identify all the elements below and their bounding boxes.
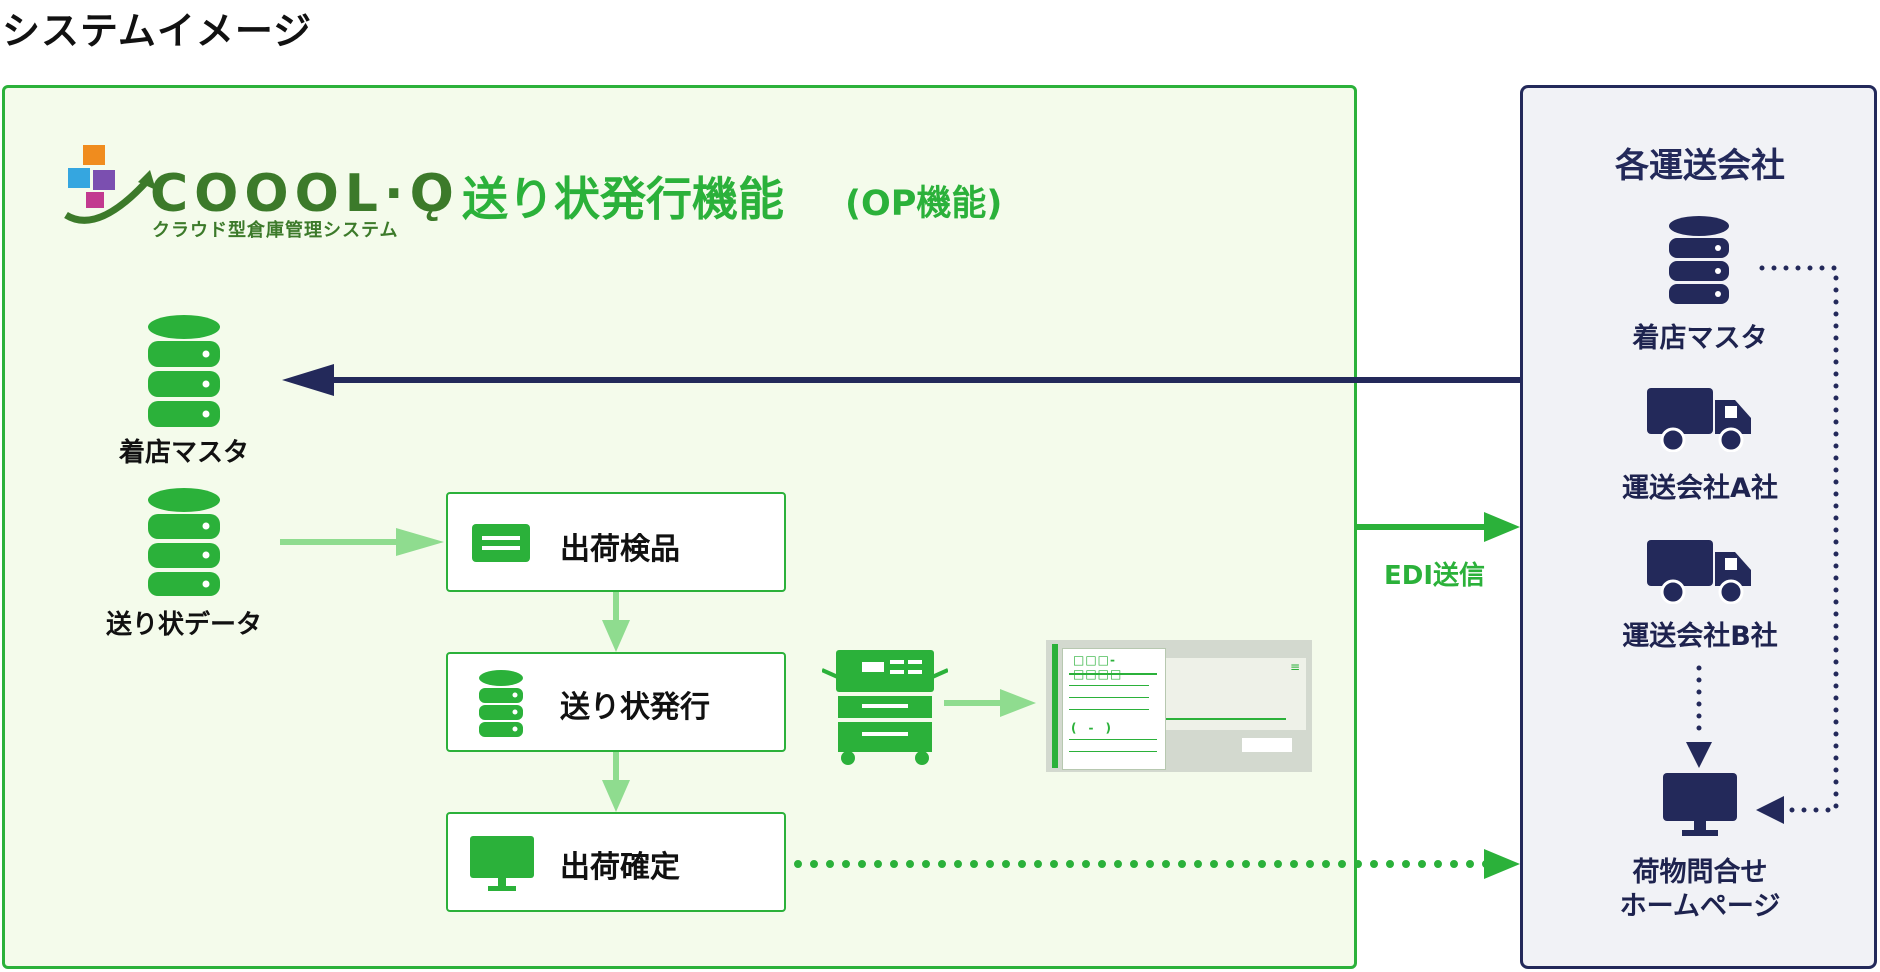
tracking-line1-label: 荷物問合せ bbox=[1632, 857, 1768, 888]
arrow-head-icon bbox=[602, 780, 630, 812]
arrow-head-icon bbox=[602, 620, 630, 652]
database-icon bbox=[1669, 216, 1729, 304]
tracking-line2-label: ホームページ bbox=[1619, 891, 1781, 922]
arrow-head-icon bbox=[282, 364, 334, 396]
invoice-form-icon: ≡ □□□-□□□□ ( - ) bbox=[1046, 640, 1312, 772]
database-icon bbox=[148, 488, 220, 596]
page-title: システムイメージ bbox=[2, 9, 313, 53]
monitor-icon bbox=[470, 836, 534, 891]
store-master-label: 着店マスタ bbox=[118, 438, 249, 468]
truck-icon bbox=[1647, 388, 1751, 452]
truck-icon bbox=[1647, 540, 1751, 604]
database-icon bbox=[148, 315, 220, 427]
arrow-head-icon bbox=[1484, 512, 1520, 542]
confirm-label: 出荷確定 bbox=[560, 850, 680, 885]
carriers-title: 各運送会社 bbox=[1615, 146, 1785, 186]
arrow-head-icon bbox=[1484, 849, 1520, 879]
invoice-issue-label: 送り状発行 bbox=[560, 690, 710, 725]
list-icon bbox=[472, 524, 530, 562]
carrier-b-label: 運送会社B社 bbox=[1622, 621, 1778, 652]
tracking-dotted-connector bbox=[1759, 265, 1839, 813]
invoice-data-label: 送り状データ bbox=[105, 610, 262, 640]
feature-heading-sub: (OP機能) bbox=[845, 184, 1003, 224]
logo-subtitle: クラウド型倉庫管理システム bbox=[152, 220, 399, 241]
confirm-box: 出荷確定 bbox=[446, 812, 786, 912]
printer-icon bbox=[822, 650, 948, 765]
feature-heading: 送り状発行機能 bbox=[462, 172, 784, 226]
list-icon: ≡ bbox=[1290, 660, 1301, 674]
logo-cubes-icon bbox=[64, 145, 156, 224]
logo-text: COOOL·Ǫ bbox=[150, 164, 460, 224]
invoice-phone: ( - ) bbox=[1071, 721, 1111, 735]
inspection-label: 出荷検品 bbox=[560, 532, 680, 567]
inspection-box: 出荷検品 bbox=[446, 492, 786, 592]
arrow-head-icon bbox=[1686, 742, 1712, 768]
carrier-a-label: 運送会社A社 bbox=[1622, 473, 1778, 504]
arrow-head-icon bbox=[1000, 689, 1036, 717]
monitor-icon bbox=[1663, 773, 1737, 836]
arrow-head-icon bbox=[396, 528, 444, 556]
edi-label: EDI送信 bbox=[1384, 561, 1486, 591]
database-icon bbox=[479, 670, 523, 737]
carrier-store-master-label: 着店マスタ bbox=[1632, 323, 1768, 354]
arrow-head-icon bbox=[1756, 796, 1784, 824]
invoice-issue-box: 送り状発行 bbox=[446, 652, 786, 752]
